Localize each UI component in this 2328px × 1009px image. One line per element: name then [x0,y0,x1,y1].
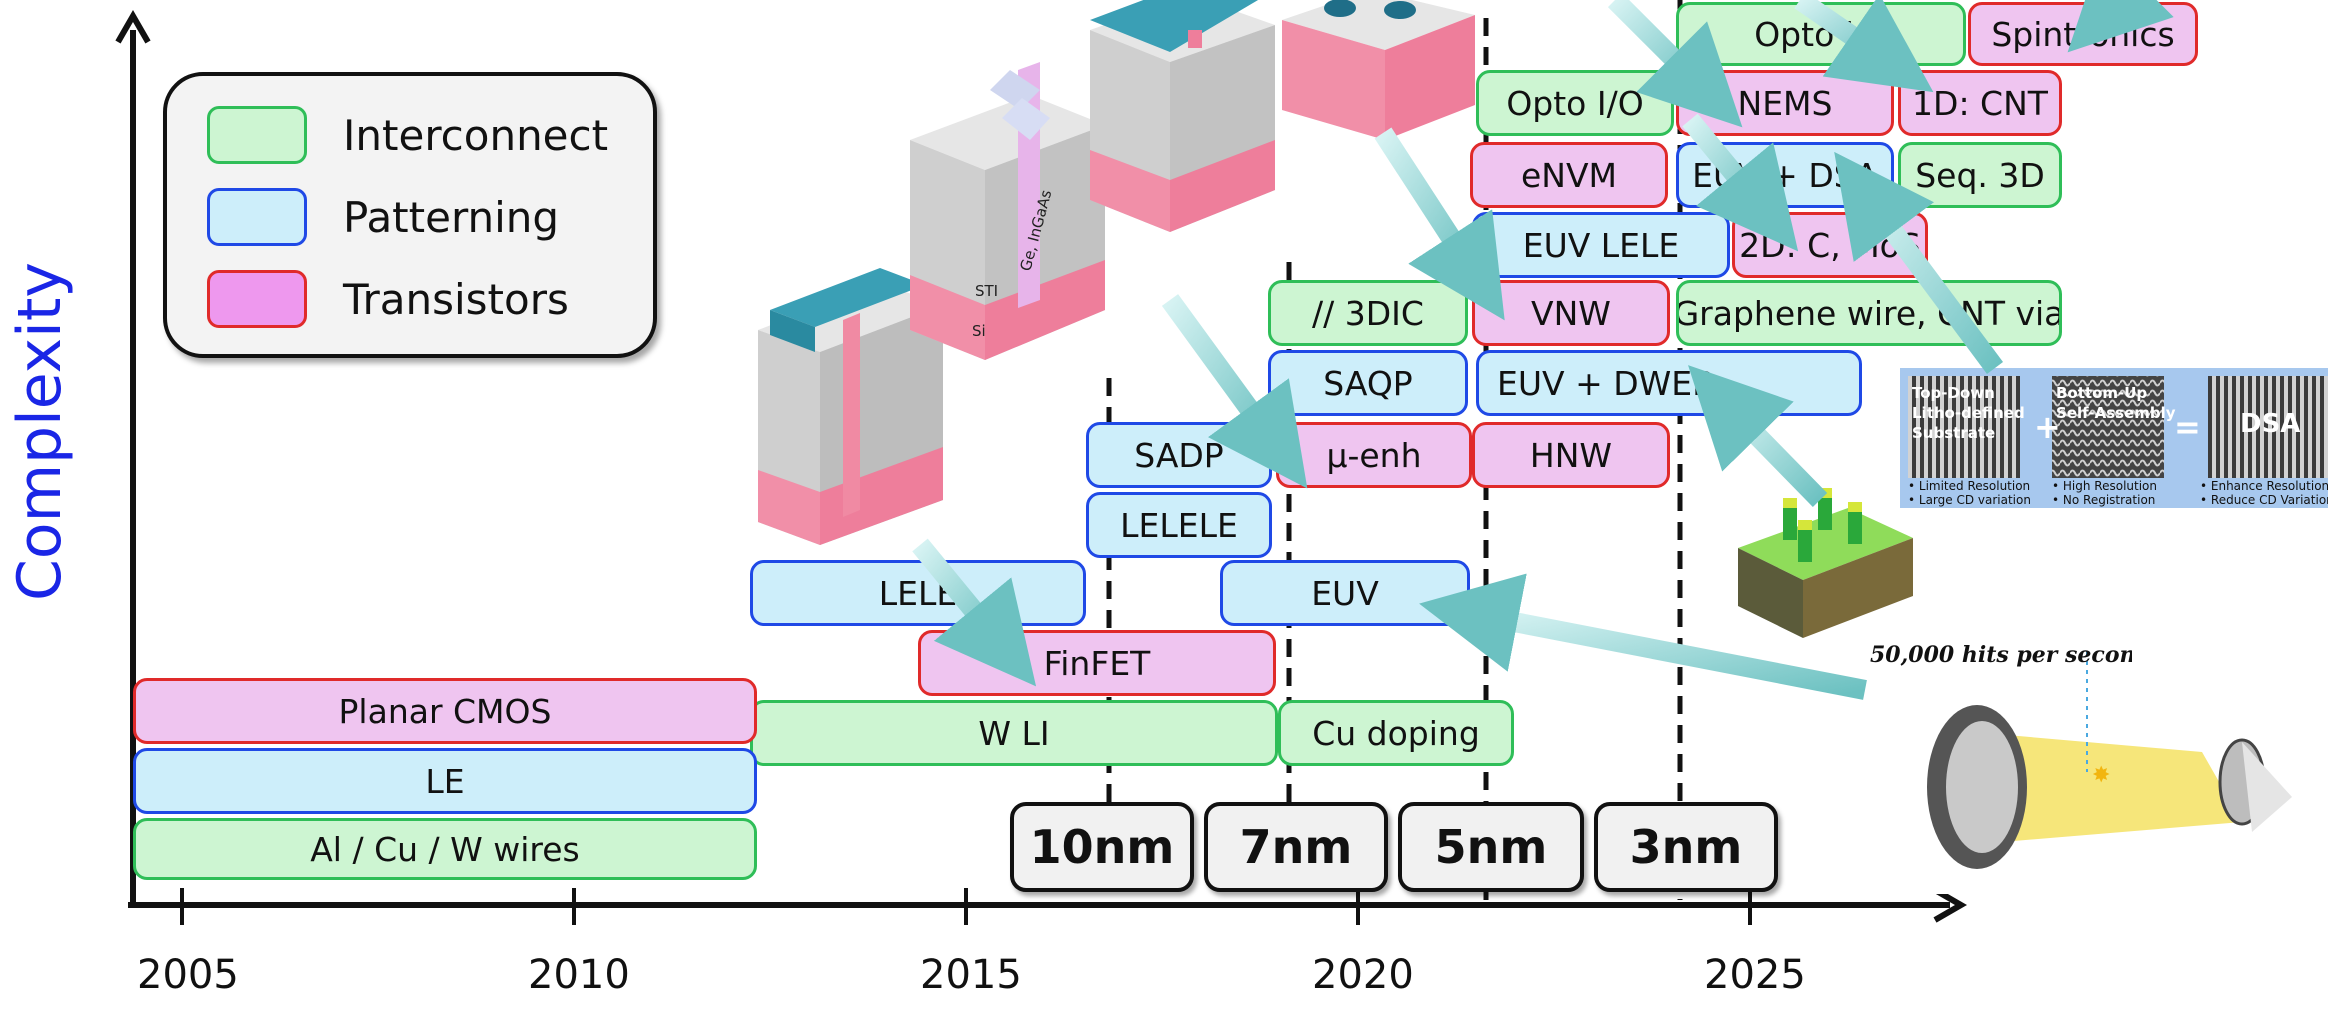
arrow [1870,200,1995,368]
arrow [1383,133,1472,270]
arrow [1730,408,1820,500]
arrow [1478,615,1865,690]
arrow [1690,120,1760,205]
arrow [1170,300,1272,440]
arrow [1615,0,1700,85]
arrow [2110,0,2120,10]
arrow [1800,0,1884,58]
arrow [920,545,998,640]
